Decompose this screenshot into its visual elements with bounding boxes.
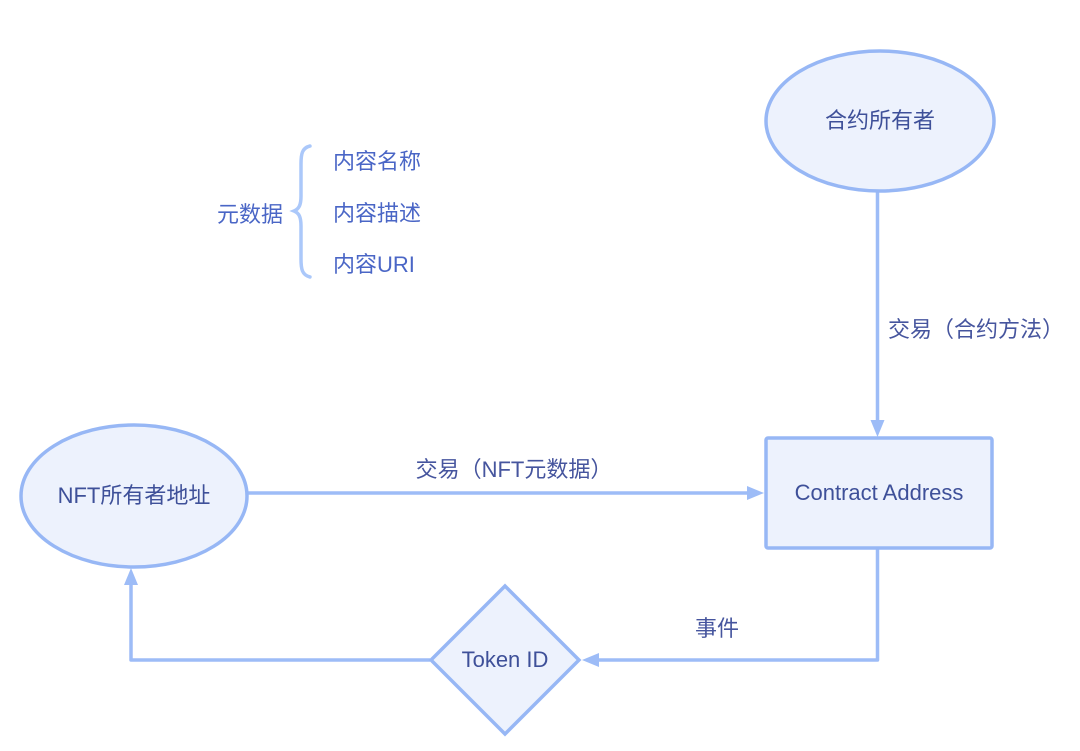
arrowhead-up-icon <box>124 568 138 585</box>
arrowhead-down-icon <box>870 420 885 437</box>
nft-owner-shape <box>19 423 249 569</box>
edge-label-transaction-contract-method: 交易（合约方法） <box>888 316 1065 342</box>
metadata-brace-icon <box>289 144 312 279</box>
metadata-item-content-description: 内容描述 <box>333 200 422 226</box>
edge-owner-to-contract <box>870 192 885 437</box>
arrowhead-left-icon <box>582 653 599 667</box>
node-nft-owner-label: NFT所有者地址 <box>57 482 211 508</box>
arrowhead-right-icon <box>747 486 764 500</box>
edge-label-event: 事件 <box>694 615 739 641</box>
metadata-item-content-uri: 内容URI <box>333 251 415 277</box>
metadata-group-label: 元数据 <box>216 201 283 227</box>
contract-address-shape <box>764 436 994 550</box>
metadata-item-content-name: 内容名称 <box>333 148 422 174</box>
token-id-shape <box>428 583 582 737</box>
contract-owner-shape <box>764 49 996 193</box>
node-contract-address-label: Contract Address <box>794 479 964 505</box>
node-token-id-label: Token ID <box>461 646 549 672</box>
edge-contract-to-token <box>582 549 880 667</box>
edge-token-to-nft-owner <box>124 568 430 662</box>
edge-label-transaction-nft-metadata: 交易（NFT元数据） <box>415 456 613 482</box>
node-contract-owner-label: 合约所有者 <box>824 107 935 133</box>
edge-nft-owner-to-contract <box>246 486 764 500</box>
